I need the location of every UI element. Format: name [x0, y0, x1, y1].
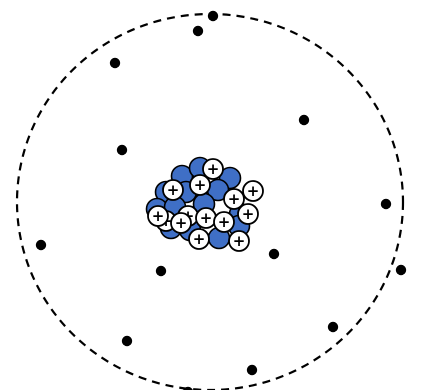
electron-dot	[193, 26, 203, 36]
electron-dot	[156, 266, 166, 276]
nucleus: ++++++++++++++	[147, 158, 264, 252]
proton-particle: +	[148, 206, 168, 226]
electron-dot	[117, 145, 127, 155]
electron-dot	[247, 365, 257, 375]
electron-dot	[208, 11, 218, 21]
proton-plus-sign: +	[194, 176, 207, 194]
proton-plus-sign: +	[207, 160, 220, 178]
proton-plus-sign: +	[242, 205, 255, 223]
electron-dot	[299, 115, 309, 125]
proton-plus-sign: +	[167, 181, 180, 199]
electron-dot	[381, 199, 391, 209]
electron-dot	[110, 58, 120, 68]
proton-particle: +	[214, 212, 234, 232]
proton-particle: +	[189, 229, 209, 249]
proton-particle: +	[163, 180, 183, 200]
proton-plus-sign: +	[233, 232, 246, 250]
proton-particle: +	[171, 213, 191, 233]
proton-particle: +	[196, 208, 216, 228]
electron-dot	[269, 249, 279, 259]
proton-plus-sign: +	[175, 214, 188, 232]
proton-plus-sign: +	[193, 230, 206, 248]
electron-dot	[122, 336, 132, 346]
proton-particle: +	[229, 231, 249, 251]
proton-particle: +	[190, 175, 210, 195]
proton-plus-sign: +	[247, 182, 260, 200]
proton-plus-sign: +	[218, 213, 231, 231]
proton-plus-sign: +	[152, 207, 165, 225]
electron-dot	[328, 322, 338, 332]
proton-particle: +	[238, 204, 258, 224]
electron-dot	[396, 265, 406, 275]
proton-plus-sign: +	[200, 209, 213, 227]
proton-particle: +	[243, 181, 263, 201]
proton-plus-sign: +	[228, 190, 241, 208]
electron-dot	[36, 240, 46, 250]
